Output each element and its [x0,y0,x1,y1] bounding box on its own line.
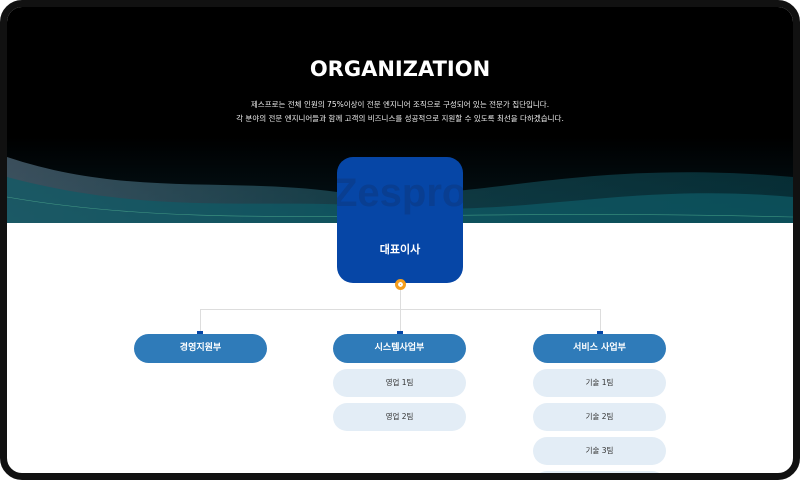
team-item: 기술 1팀 [533,369,666,397]
ceo-box: Zespro 대표이사 [337,157,463,283]
connector-line [600,309,601,333]
page-title: ORGANIZATION [309,57,491,81]
connector-dot [395,279,406,290]
connector-line [200,309,201,333]
team-item: 기술 3팀 [533,437,666,465]
dept-system-business: 시스템사업부 [333,334,466,363]
description-line: 제스프로는 전체 인원의 75%이상이 전문 엔지니어 조직으로 구성되어 있는… [250,100,550,109]
description-line: 각 분야의 전문 엔지니어들과 함께 고객의 비즈니스를 성공적으로 지원할 수… [236,114,564,123]
team-item: 영업 2팀 [333,403,466,431]
team-item: 영업 1팀 [333,369,466,397]
team-item [533,471,666,473]
logo-watermark: Zespro [337,171,463,215]
wave-graphic [7,157,793,223]
dept-management-support: 경영지원부 [134,334,267,363]
connector-line [400,287,401,333]
page-description: 제스프로는 전체 인원의 75%이상이 전문 엔지니어 조직으로 구성되어 있는… [7,98,793,126]
dept-service-business: 서비스 사업부 [533,334,666,363]
ceo-label: 대표이사 [379,243,421,256]
connector-line [200,309,601,310]
team-item: 기술 2팀 [533,403,666,431]
